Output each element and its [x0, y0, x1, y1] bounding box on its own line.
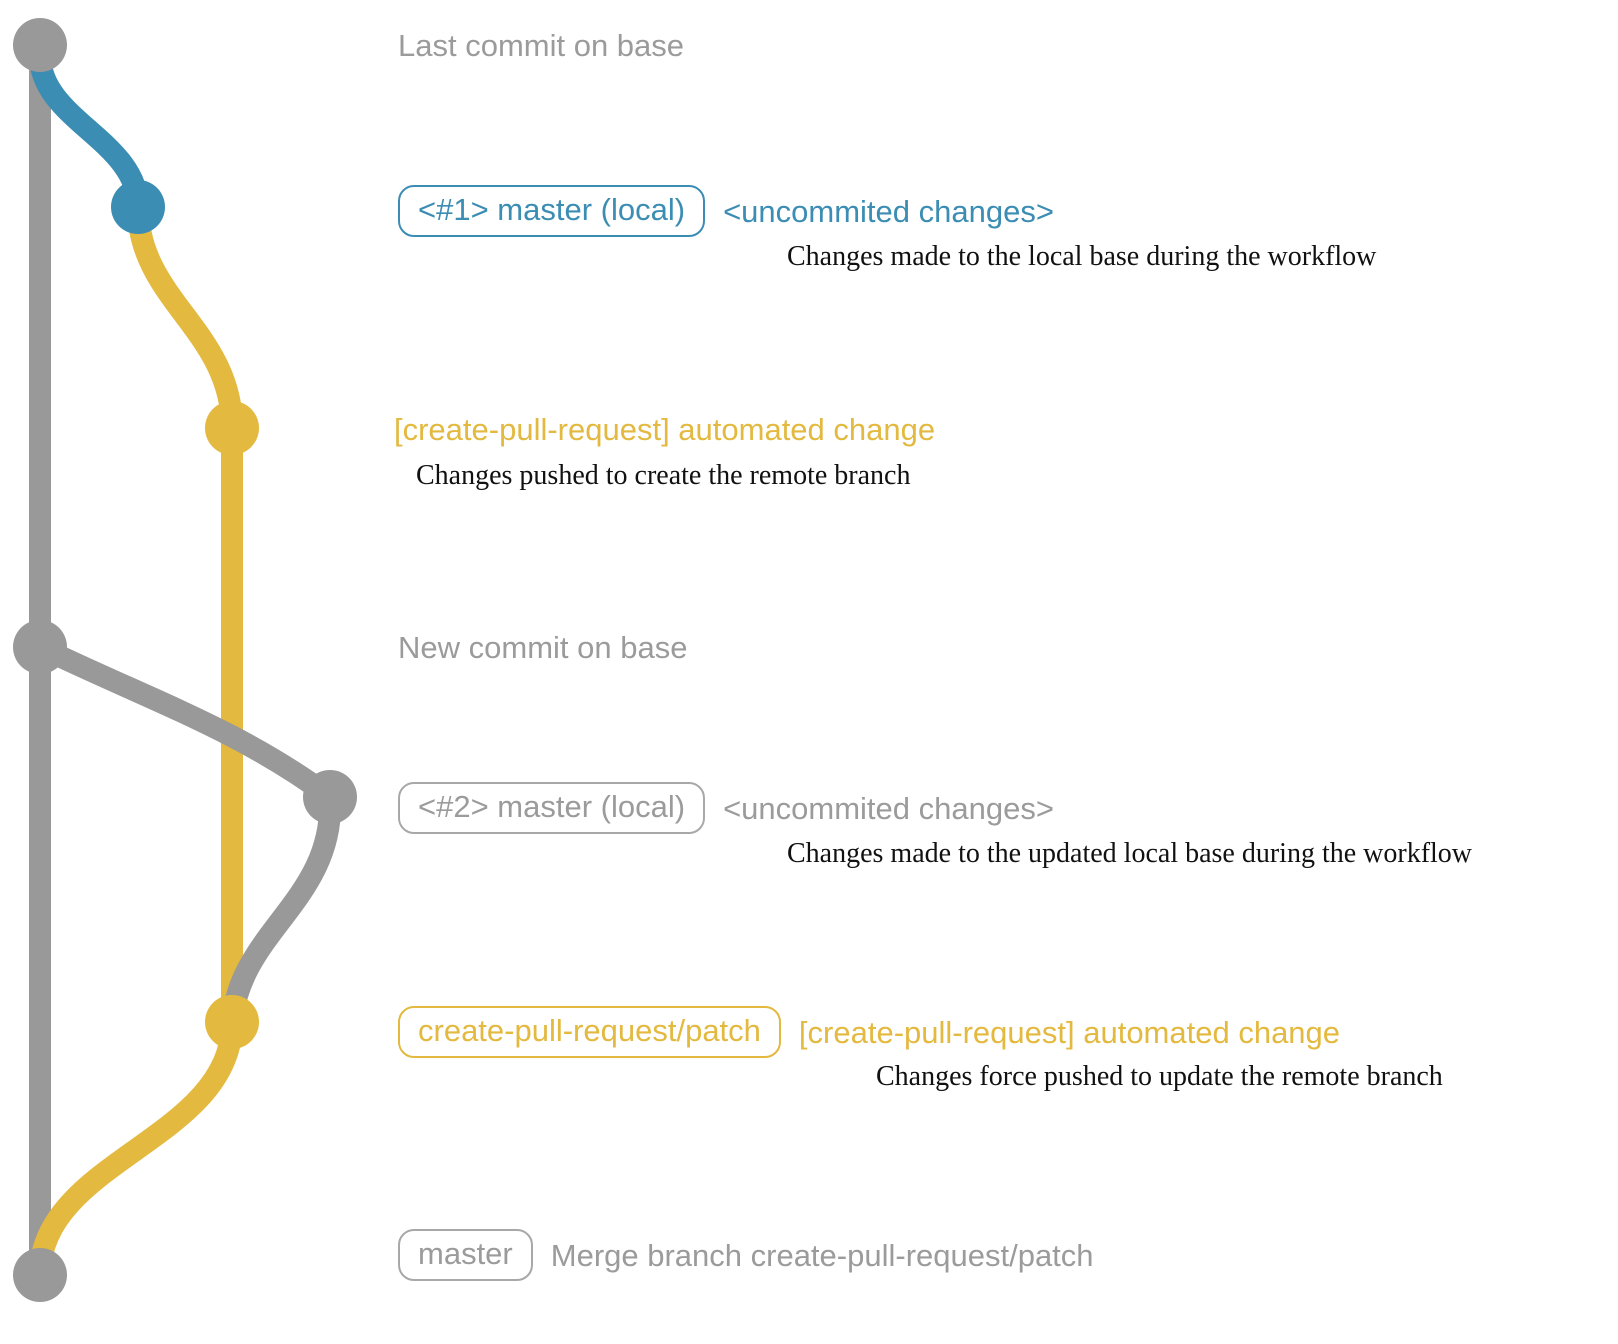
ref-badge-merge-commit[interactable]: master: [398, 1229, 533, 1281]
commit-row-automated-change-2: create-pull-request/patch [create-pull-r…: [398, 1006, 1340, 1058]
commit-note-automated-change-2: Changes force pushed to update the remot…: [876, 1061, 1443, 1092]
commit-subject-automated-change-2: [create-pull-request] automated change: [798, 1014, 1341, 1050]
ref-badge-local-2[interactable]: <#2> master (local): [398, 782, 706, 834]
commit-subject-local-1: <uncommited changes>: [723, 193, 1054, 229]
commit-note-automated-change-1: Changes pushed to create the remote bran…: [416, 460, 911, 491]
commit-row-automated-change-1: [create-pull-request] automated change: [394, 414, 935, 445]
commit-subject-automated-change-1: [create-pull-request] automated change: [394, 412, 936, 447]
commit-row-merge-commit: master Merge branch create-pull-request/…: [398, 1229, 1094, 1281]
commit-row-local-2: <#2> master (local) <uncommited changes>: [398, 782, 1054, 834]
commit-subject-last-commit-on-base: Last commit on base: [398, 28, 685, 63]
branch-patch2-to-merge: [29, 1011, 243, 1286]
commit-note-local-1: Changes made to the local base during th…: [787, 241, 1377, 272]
commit-row-last-commit-on-base: Last commit on base: [398, 30, 684, 61]
node-new-commit-on-base: [13, 620, 67, 674]
commit-row-new-commit-on-base: New commit on base: [398, 632, 687, 663]
branch-base-to-local2: [29, 636, 341, 808]
node-merge-commit: [13, 1248, 67, 1302]
commit-note-local-2: Changes made to the updated local base d…: [787, 838, 1473, 869]
branch-local2-to-patch2: [221, 786, 342, 1033]
commit-subject-merge-commit: Merge branch create-pull-request/patch: [550, 1237, 1094, 1273]
branch-local1-to-patch1: [127, 196, 243, 439]
node-last-commit-on-base: [13, 18, 67, 72]
commit-row-local-1: <#1> master (local) <uncommited changes>: [398, 185, 1054, 237]
commit-subject-local-2: <uncommited changes>: [723, 790, 1054, 826]
node-automated-change-2: [205, 995, 259, 1049]
commit-subject-new-commit-on-base: New commit on base: [398, 630, 688, 665]
node-automated-change-1: [205, 401, 259, 455]
ref-badge-automated-change-2[interactable]: create-pull-request/patch: [398, 1006, 781, 1058]
node-local-1: [111, 180, 165, 234]
node-local-2: [303, 770, 357, 824]
ref-badge-local-1[interactable]: <#1> master (local): [398, 185, 706, 237]
